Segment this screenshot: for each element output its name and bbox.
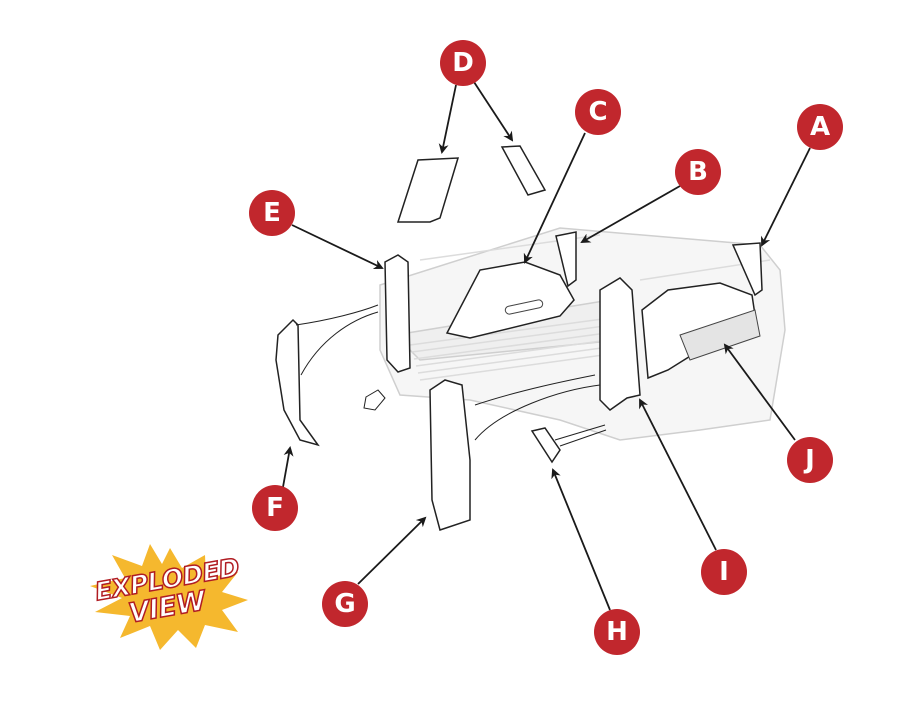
callout-g: G xyxy=(322,581,368,627)
part-e xyxy=(384,254,411,373)
part-h xyxy=(530,427,561,464)
part-d-right xyxy=(500,145,547,196)
callout-b: B xyxy=(675,149,721,195)
starburst-icon xyxy=(90,544,248,650)
leader-lines xyxy=(282,81,811,611)
part-d-left xyxy=(396,157,460,223)
part-c xyxy=(445,261,575,339)
callout-c: C xyxy=(575,89,621,135)
part-f xyxy=(275,318,320,447)
callout-e: E xyxy=(249,190,295,236)
callout-j: J xyxy=(787,437,833,483)
callout-a: A xyxy=(797,104,843,150)
part-i xyxy=(599,277,641,411)
callout-f: F xyxy=(252,485,298,531)
part-b xyxy=(555,231,577,288)
callout-i: I xyxy=(701,549,747,595)
callout-h: H xyxy=(594,609,640,655)
part-g xyxy=(429,379,471,531)
part-a xyxy=(731,242,763,297)
part-small-left xyxy=(363,389,386,411)
exploded-view-badge: EXPLODED VIEW xyxy=(82,540,252,650)
callout-d: D xyxy=(440,40,486,86)
